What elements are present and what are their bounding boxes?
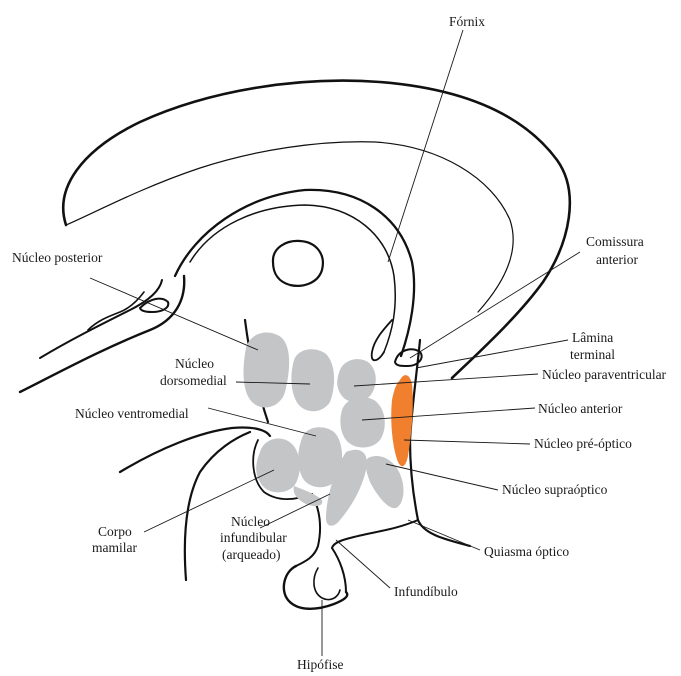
infundibulum-right	[332, 548, 346, 592]
label-nucleo-ventromedial: Núcleo ventromedial	[75, 406, 189, 421]
label-fornix: Fórnix	[449, 14, 485, 29]
label-nucleo-supraoptico: Núcleo supraóptico	[502, 482, 608, 497]
dorsomedial-nucleus-shape	[291, 349, 334, 411]
label-mamilar: mamilar	[92, 540, 137, 555]
paraventricular-nucleus-shape	[337, 359, 376, 402]
interthalamic-adhesion	[273, 241, 323, 286]
mammillary-tail-shape	[294, 486, 323, 506]
leader-lamina	[416, 340, 568, 368]
label-nucleo-paraventricular: Núcleo paraventricular	[542, 367, 667, 382]
label-corpo: Corpo	[98, 524, 132, 539]
fornix-inner	[190, 205, 395, 352]
anterior-nucleus-shape	[340, 397, 384, 447]
label-nucleo-dorsomedial-1: Núcleo	[175, 356, 214, 371]
label-quiasma-optico: Quiasma óptico	[484, 544, 569, 559]
ventricle-floor	[332, 520, 418, 548]
label-comissura-1: Comissura	[586, 234, 644, 249]
leader-fornix	[388, 30, 463, 262]
label-infundibulo: Infundíbulo	[394, 584, 458, 599]
label-nucleo-preoptico: Núcleo pré-óptico	[534, 436, 632, 451]
leader-lines	[90, 30, 580, 656]
label-nucleo-anterior: Núcleo anterior	[538, 401, 623, 416]
leader-infundibulo	[336, 540, 390, 588]
label-infundibular: infundibular	[220, 530, 287, 545]
leader-paraventricular	[354, 374, 538, 386]
label-comissura-2: anterior	[596, 252, 638, 267]
mammillary-body-shape	[256, 438, 300, 492]
leader-quiasma	[408, 520, 480, 550]
leader-preoptico	[404, 440, 530, 444]
label-nucleo-posterior: Núcleo posterior	[12, 250, 103, 265]
label-lamina-2: terminal	[570, 347, 615, 362]
leader-anterior	[362, 408, 535, 420]
label-arqueado: (arqueado)	[222, 547, 280, 562]
label-nucleo-infundibular-1: Núcleo	[231, 514, 270, 529]
labels: Fórnix Comissura anterior Núcleo posteri…	[12, 14, 667, 672]
fornix-outer	[175, 190, 414, 356]
posterior-nucleus-shape	[244, 333, 290, 408]
label-dorsomedial: dorsomedial	[160, 373, 227, 388]
supraoptic-nucleus-shape	[366, 456, 404, 508]
lamina-terminalis	[410, 340, 420, 520]
label-lamina-1: Lâmina	[572, 330, 613, 345]
leader-ventromedial	[208, 408, 316, 436]
corpus-callosum-inner	[66, 142, 513, 312]
hypophysis-inner	[314, 568, 340, 600]
label-hipofise: Hipófise	[297, 657, 344, 672]
